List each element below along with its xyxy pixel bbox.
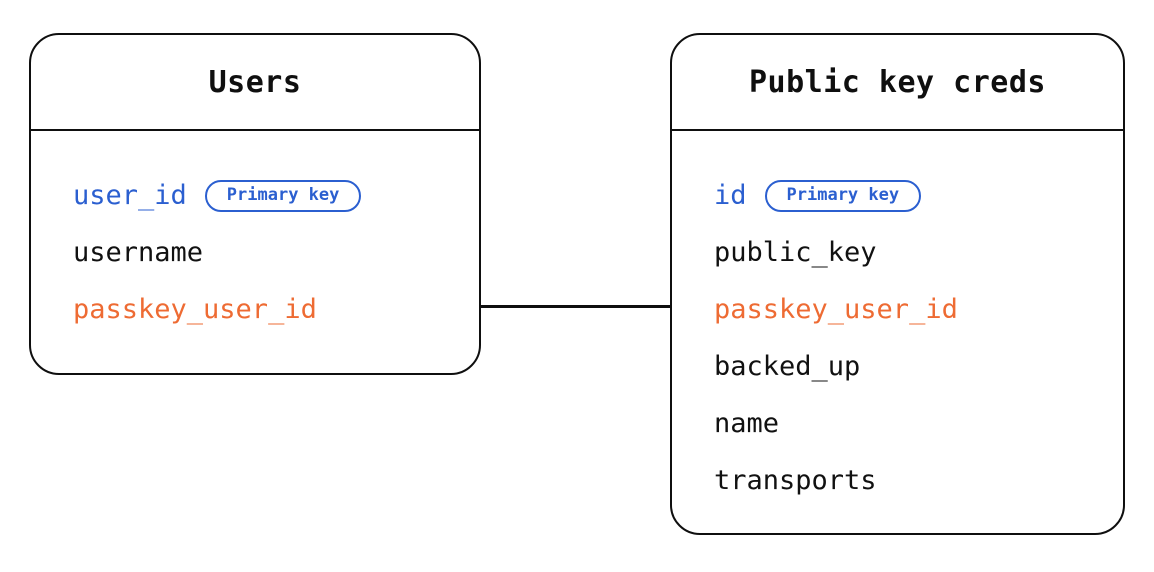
field-name-username: username <box>73 237 204 268</box>
primary-key-badge-label: Primary key <box>226 185 340 205</box>
field-name-transports: transports <box>714 465 877 496</box>
field-name-passkey-user-id: passkey_user_id <box>73 294 317 325</box>
field-name-public-key: public_key <box>714 237 877 268</box>
field-row[interactable]: id Primary key <box>714 167 1123 224</box>
field-row[interactable]: passkey_user_id <box>73 281 479 338</box>
entity-users-header: Users <box>31 35 479 131</box>
primary-key-badge-label: Primary key <box>786 185 900 205</box>
entity-public-key-creds-title: Public key creds <box>749 64 1046 100</box>
field-name-backed-up: backed_up <box>714 351 861 382</box>
primary-key-badge: Primary key <box>764 179 922 212</box>
field-row[interactable]: backed_up <box>714 338 1123 395</box>
field-row[interactable]: username <box>73 224 479 281</box>
entity-users-title: Users <box>208 64 302 100</box>
field-name-passkey-user-id: passkey_user_id <box>714 294 958 325</box>
field-row[interactable]: passkey_user_id <box>714 281 1123 338</box>
relationship-connector-users-credentials <box>479 305 672 308</box>
field-row[interactable]: transports <box>714 452 1123 509</box>
entity-users-field-list: user_id Primary key username passkey_use… <box>31 131 479 373</box>
entity-users[interactable]: Users user_id Primary key username passk… <box>29 33 481 375</box>
field-row[interactable]: user_id Primary key <box>73 167 479 224</box>
field-row[interactable]: public_key <box>714 224 1123 281</box>
primary-key-badge: Primary key <box>204 179 362 212</box>
entity-public-key-creds-header: Public key creds <box>672 35 1123 131</box>
field-name-id: id <box>714 180 747 211</box>
field-row[interactable]: name <box>714 395 1123 452</box>
field-name-user-id: user_id <box>73 180 187 211</box>
entity-public-key-creds-field-list: id Primary key public_key passkey_user_i… <box>672 131 1123 533</box>
field-name-name: name <box>714 408 780 439</box>
entity-public-key-creds[interactable]: Public key creds id Primary key public_k… <box>670 33 1125 535</box>
